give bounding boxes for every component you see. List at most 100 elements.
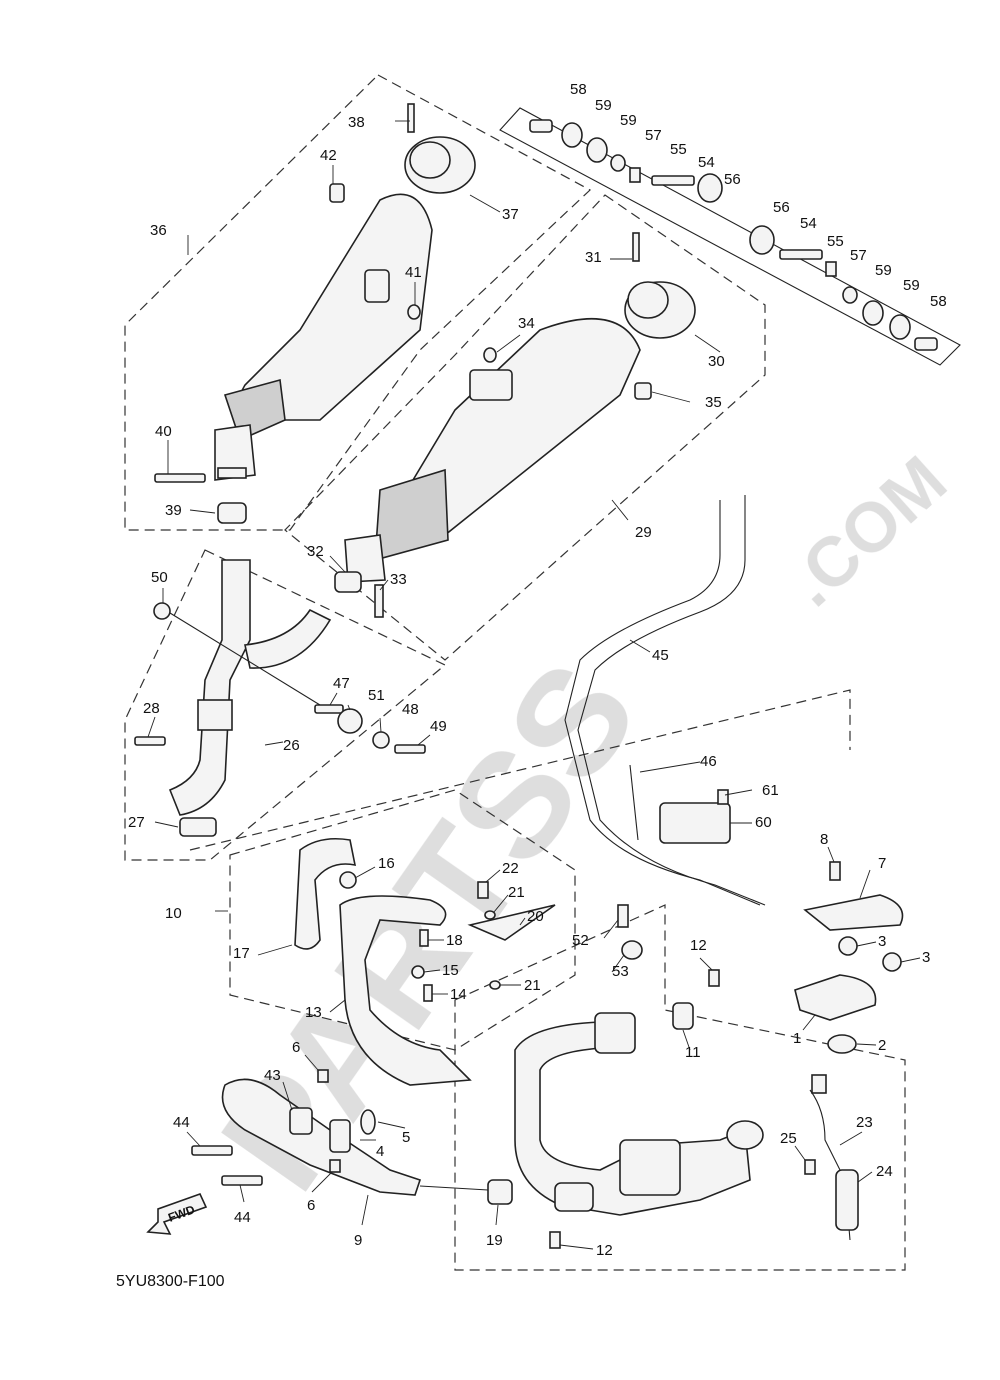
- callout-59: 59: [875, 262, 892, 279]
- boundary-left-muffler-36: [124, 74, 592, 531]
- link-pipe-axis: [169, 612, 321, 706]
- collar-56a: [697, 173, 723, 203]
- leader-23: [839, 1131, 863, 1146]
- bolt-58b: [914, 337, 938, 351]
- callout-19: 19: [486, 1232, 503, 1249]
- callout-20: 20: [527, 908, 544, 925]
- callout-7: 7: [878, 855, 886, 872]
- bolt-31: [632, 232, 640, 262]
- callout-28: 28: [143, 700, 160, 717]
- leader-19: [495, 1204, 499, 1226]
- leader-44a: [186, 1131, 201, 1147]
- bolt-44a: [191, 1145, 233, 1156]
- leader-20: [519, 917, 526, 926]
- callout-55: 55: [670, 141, 687, 158]
- leader-25: [794, 1145, 806, 1161]
- callout-9: 9: [354, 1232, 362, 1249]
- callout-8: 8: [820, 831, 828, 848]
- callout-5: 5: [402, 1129, 410, 1146]
- bolt-12b: [549, 1231, 561, 1249]
- boundary-collector-assy: [454, 904, 906, 1271]
- leader-11: [682, 1029, 691, 1051]
- callout-52: 52: [572, 932, 589, 949]
- muffler-right-inlet: [344, 534, 386, 583]
- cover-7: [803, 894, 904, 931]
- rubber-35: [634, 382, 652, 400]
- callout-13: 13: [305, 1004, 322, 1021]
- leader-17: [257, 944, 293, 956]
- bolt-28: [134, 736, 166, 746]
- leader-48: [379, 717, 382, 733]
- washer-15: [411, 965, 425, 979]
- leader-3a: [856, 941, 877, 947]
- leader-27: [154, 821, 179, 828]
- hardware-strip-outline: [499, 107, 961, 366]
- head-pipe-13: [339, 895, 472, 1086]
- leader-46: [639, 761, 701, 773]
- muffler-right: [334, 232, 696, 618]
- leader-16: [354, 866, 376, 879]
- callout-35: 35: [705, 394, 722, 411]
- leader-34: [496, 334, 521, 353]
- leader-47: [329, 692, 338, 706]
- callout-59: 59: [903, 277, 920, 294]
- collar-56b: [749, 225, 775, 255]
- leader-1: [802, 1014, 816, 1031]
- callout-58: 58: [570, 81, 587, 98]
- leader-44b: [239, 1184, 245, 1203]
- leader-7: [859, 869, 871, 899]
- leader-32: [329, 555, 346, 573]
- leader-51: [347, 704, 351, 711]
- grommet-59b: [586, 137, 608, 163]
- flange-front: [594, 1012, 636, 1054]
- callout-44: 44: [234, 1209, 251, 1226]
- nut-6a: [317, 1069, 329, 1083]
- callout-33: 33: [390, 571, 407, 588]
- callouts: 58 59 59 57 55 54 56 56 54 55 57 59 59 5…: [128, 81, 947, 1259]
- callout-56: 56: [724, 171, 741, 188]
- washer-57a: [610, 154, 626, 172]
- callout-11: 11: [685, 1044, 701, 1061]
- leader-6b: [311, 1171, 333, 1193]
- leader-lines: [147, 120, 921, 1250]
- callout-45: 45: [652, 647, 669, 664]
- callout-29: 29: [635, 524, 652, 541]
- cable-tie-46: [629, 764, 639, 841]
- callout-1: 1: [793, 1030, 801, 1047]
- callout-60: 60: [755, 814, 772, 831]
- washer-57b: [842, 286, 858, 304]
- callout-50: 50: [151, 569, 168, 586]
- collar-51: [337, 708, 363, 734]
- collector-pipe-body: [514, 1021, 751, 1216]
- bolt-38: [407, 103, 415, 133]
- sensor-wire-23: [809, 1089, 851, 1241]
- callout-46: 46: [700, 753, 717, 770]
- muffler-left-inlet: [214, 424, 256, 481]
- collector-outlet: [726, 1120, 764, 1150]
- leader-6a: [304, 1054, 319, 1071]
- nut-3a: [838, 936, 858, 956]
- leader-28: [147, 716, 156, 738]
- leader-24: [857, 1171, 873, 1183]
- callout-59: 59: [595, 97, 612, 114]
- leader-33: [379, 579, 389, 591]
- leader-22: [485, 869, 501, 883]
- bolt-33: [374, 584, 384, 618]
- cable-a: [564, 500, 761, 906]
- callout-48: 48: [402, 701, 419, 718]
- callout-37: 37: [502, 206, 519, 223]
- muffler-right-cap-inner: [627, 281, 669, 319]
- callout-26: 26: [283, 737, 300, 754]
- callout-27: 27: [128, 814, 145, 831]
- leader-39: [189, 509, 216, 514]
- callout-12: 12: [690, 937, 707, 954]
- callout-61: 61: [762, 782, 779, 799]
- nut-6b: [329, 1159, 341, 1173]
- callout-24: 24: [876, 1163, 893, 1180]
- boundary-divider: [189, 689, 851, 851]
- callout-34: 34: [518, 315, 535, 332]
- callout-4: 4: [376, 1143, 384, 1160]
- callout-56: 56: [773, 199, 790, 216]
- leader-9: [361, 1194, 369, 1226]
